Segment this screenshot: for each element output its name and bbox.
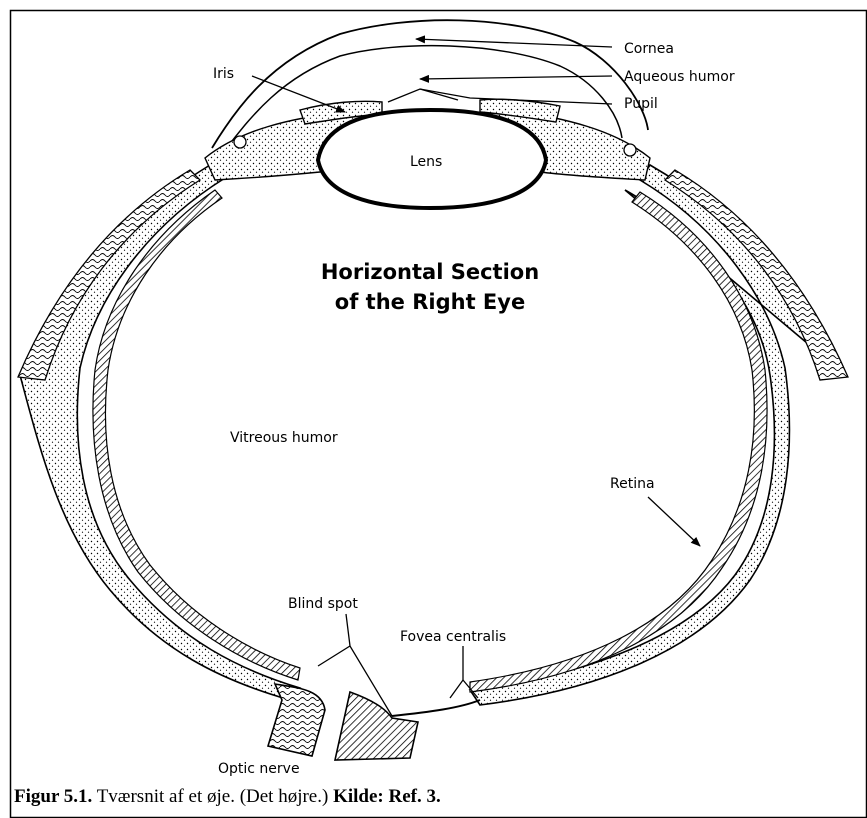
label-fovea-centralis: Fovea centralis — [400, 629, 506, 645]
label-lens: Lens — [410, 154, 442, 170]
retina-pointer — [648, 497, 700, 546]
canal-right — [624, 144, 636, 156]
caption-text: Tværsnit af et øje. (Det højre.) — [92, 786, 333, 807]
blind-spot-pointer-2 — [346, 614, 350, 646]
label-retina: Retina — [610, 476, 655, 492]
label-iris: Iris — [213, 66, 234, 82]
caption-prefix: Figur 5.1. — [14, 786, 92, 807]
figure-caption: Figur 5.1. Tværsnit af et øje. (Det højr… — [14, 786, 441, 807]
label-blind-spot: Blind spot — [288, 596, 358, 612]
caption-source: Kilde: Ref. 3. — [333, 786, 441, 807]
fovea-surface — [392, 700, 480, 716]
label-aqueous-humor: Aqueous humor — [624, 69, 735, 85]
label-pupil: Pupil — [624, 96, 658, 112]
aqueous-pointer — [420, 76, 612, 79]
canal-left — [234, 136, 246, 148]
iris-pointer — [252, 76, 345, 112]
diagram-title-line-1: Horizontal Section — [321, 260, 539, 284]
label-optic-nerve: Optic nerve — [218, 761, 300, 777]
diagram-title-line-2: of the Right Eye — [335, 290, 525, 314]
label-vitreous-humor: Vitreous humor — [230, 430, 338, 446]
optic-nerve-right — [335, 692, 418, 760]
label-cornea: Cornea — [624, 41, 674, 57]
